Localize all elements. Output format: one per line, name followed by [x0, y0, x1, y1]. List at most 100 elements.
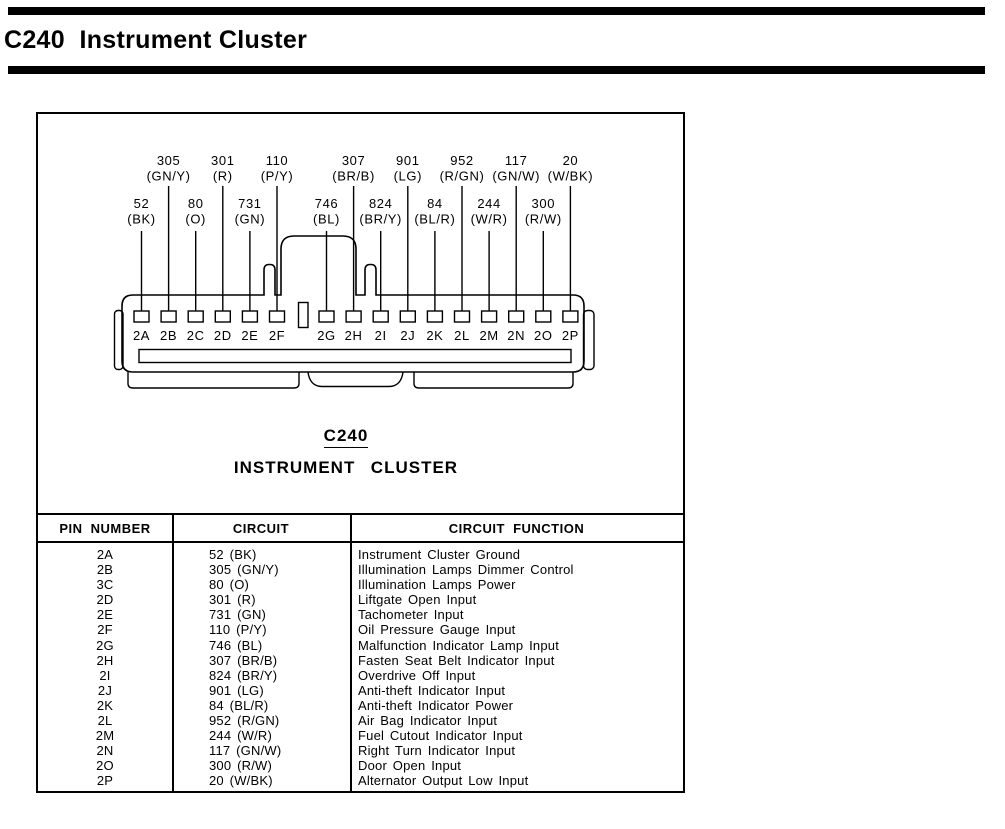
wire-circuit-number: 307	[342, 153, 366, 168]
pin-label: 2N	[507, 328, 525, 343]
circuit-function-cell: Fasten Seat Belt Indicator Input	[358, 652, 555, 668]
pin-number-cell: 2A	[96, 547, 114, 562]
circuit-function-cell: Alternator Output Low Input	[358, 773, 529, 789]
wire-color-code: (W/R)	[471, 212, 508, 227]
wire-circuit-number: 952	[450, 153, 474, 168]
pin-cavity	[187, 310, 204, 323]
pin-label: 2B	[160, 328, 177, 343]
circuit-cell: 731 (GN)	[209, 607, 267, 623]
pin-label: 2C	[187, 328, 205, 343]
pin-cavity	[372, 310, 389, 323]
pin-number-cell: 2B	[96, 562, 114, 578]
connector-caption: C240 INSTRUMENT CLUSTER	[38, 426, 654, 478]
connector-key-slot	[297, 301, 309, 329]
pin-label: 2K	[426, 328, 443, 343]
wire-color-code: (BK)	[127, 212, 155, 227]
wire-color-code: (W/BK)	[548, 169, 593, 184]
circuit-function-cell: Door Open Input	[358, 758, 462, 774]
circuit-function-cell: Instrument Cluster Ground	[358, 547, 521, 562]
wire-circuit-number: 901	[396, 153, 420, 168]
connector-bottom-right-tab	[413, 372, 574, 389]
pin-number-cell: 2H	[96, 652, 114, 668]
circuit-cell: 746 (BL)	[209, 637, 263, 653]
pin-cavity	[535, 310, 552, 323]
circuit-function-cell: Anti-theft Indicator Power	[358, 697, 514, 713]
pin-number-cell: 2D	[96, 592, 114, 608]
circuit-cell: 80 (O)	[209, 577, 250, 593]
circuit-function-cell: Illumination Lamps Power	[358, 577, 516, 593]
page-title: C240 Instrument Cluster	[4, 26, 308, 54]
top-rule	[8, 7, 985, 15]
wire-circuit-number: 244	[477, 196, 501, 211]
circuit-cell: 952 (R/GN)	[209, 713, 280, 729]
wire-circuit-number: 117	[505, 153, 528, 168]
wire-color-code: (R/W)	[525, 212, 562, 227]
table-row: 2J 901 (LG) Anti-theft Indicator Input	[38, 683, 683, 698]
pin-cavity	[562, 310, 579, 323]
circuit-cell: 110 (P/Y)	[209, 622, 267, 638]
pin-cavity	[345, 310, 362, 323]
table-row: 2B 305 (GN/Y) Illumination Lamps Dimmer Co…	[38, 562, 683, 577]
pin-cavity	[508, 310, 525, 323]
pinout-table-header: PIN NUMBER CIRCUIT CIRCUIT FUNCTION	[38, 515, 683, 543]
wire-color-code: (BR/Y)	[359, 212, 402, 227]
circuit-cell: 901 (LG)	[209, 682, 264, 698]
wire-circuit-number: 300	[532, 196, 556, 211]
wire-color-code: (GN/Y)	[147, 169, 191, 184]
column-divider-2	[350, 515, 352, 791]
circuit-function-cell: Anti-theft Indicator Input	[358, 682, 506, 698]
pin-number-cell: 2I	[99, 667, 111, 683]
circuit-function-cell: Illumination Lamps Dimmer Control	[358, 562, 574, 578]
circuit-function-cell: Fuel Cutout Indicator Input	[358, 728, 523, 744]
pin-cavity	[268, 310, 286, 323]
circuit-cell: 307 (BR/B)	[209, 652, 278, 668]
pin-label: 2D	[214, 328, 232, 343]
pin-number-cell: 2E	[96, 607, 114, 623]
pin-label: 2M	[479, 328, 498, 343]
pin-cavity	[214, 310, 232, 323]
pin-cavity	[453, 310, 471, 323]
wire-circuit-number: 301	[211, 153, 235, 168]
circuit-cell: 305 (GN/Y)	[209, 562, 279, 578]
circuit-function-cell: Overdrive Off Input	[358, 667, 476, 683]
circuit-function-cell: Liftgate Open Input	[358, 592, 477, 608]
connector-left-flange	[113, 309, 124, 371]
pin-cavity	[241, 310, 259, 323]
wire-circuit-number: 20	[563, 153, 579, 168]
pin-label: 2E	[241, 328, 258, 343]
pin-number-cell: 2P	[96, 773, 114, 789]
pin-number-cell: 2N	[96, 743, 114, 759]
wire-color-code: (R/GN)	[440, 169, 485, 184]
pin-number-cell: 2J	[97, 682, 113, 698]
table-row: 2D 301 (R) Liftgate Open Input	[38, 592, 683, 607]
wire-circuit-number: 824	[369, 196, 393, 211]
pin-number-cell: 2F	[97, 622, 113, 638]
circuit-cell: 244 (W/R)	[209, 728, 273, 744]
header-pin-number: PIN NUMBER	[59, 520, 151, 536]
circuit-function-cell: Air Bag Indicator Input	[358, 713, 498, 729]
wire-color-code: (BL)	[313, 212, 340, 227]
pin-cavity	[426, 310, 444, 323]
pin-label: 2P	[562, 328, 579, 343]
wire-circuit-number: 110	[266, 153, 289, 168]
connector-diagram: 2A52(BK)2B305(GN/Y)2C80(O)2D301(R)2E731(…	[113, 153, 595, 389]
table-row: 2I 824 (BR/Y) Overdrive Off Input	[38, 668, 683, 683]
pin-cavity	[160, 310, 177, 323]
connector-inner-rib	[138, 348, 572, 364]
connector-bottom-left-tab	[127, 372, 300, 389]
pin-number-cell: 2K	[96, 697, 114, 713]
circuit-cell: 824 (BR/Y)	[209, 667, 278, 683]
wire-color-code: (GN)	[235, 212, 266, 227]
wire-circuit-number: 731	[238, 196, 262, 211]
pin-label: 2A	[133, 328, 150, 343]
wire-color-code: (BL/R)	[414, 212, 455, 227]
wire-color-code: (GN/W)	[492, 169, 540, 184]
circuit-cell: 301 (R)	[209, 592, 256, 608]
